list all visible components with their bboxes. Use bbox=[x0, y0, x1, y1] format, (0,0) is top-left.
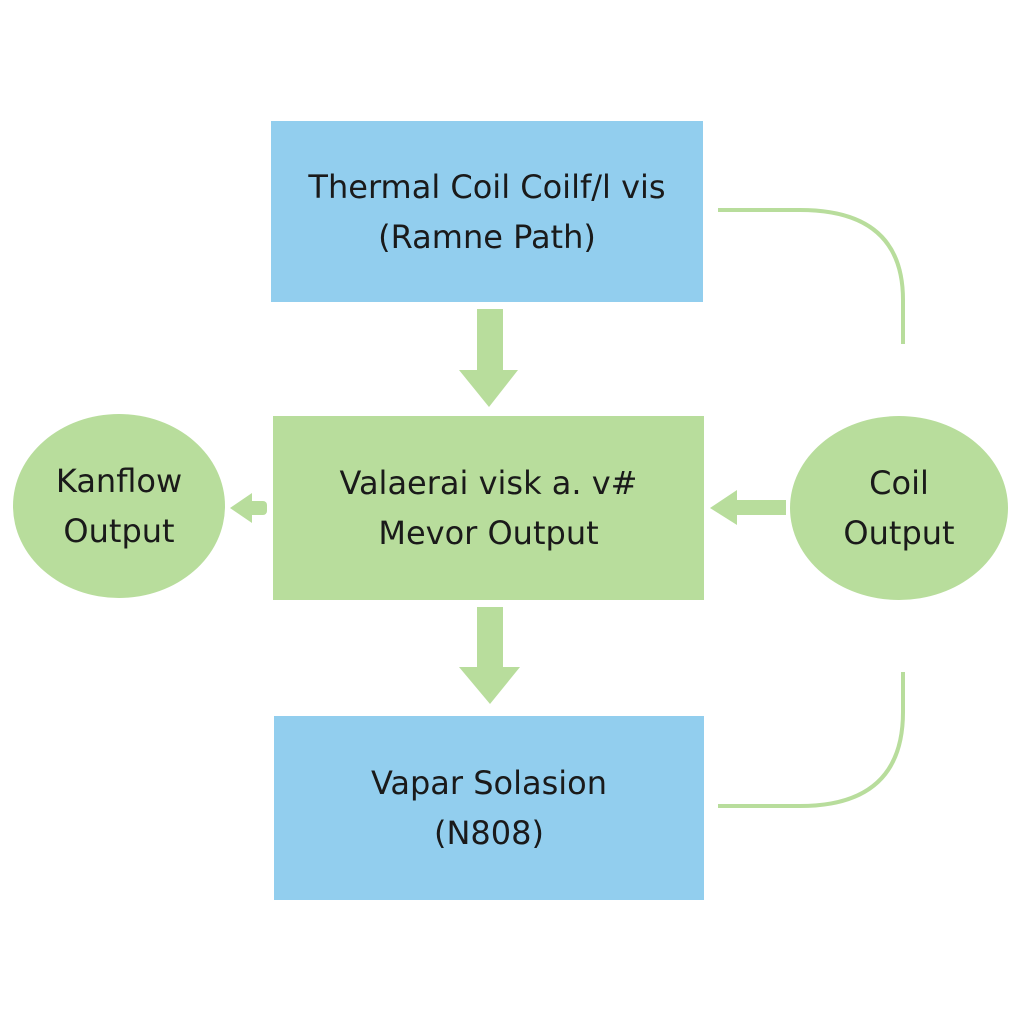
feedback-line-bottom bbox=[718, 672, 905, 808]
process-box-vapar-solasion-line2: (N808) bbox=[434, 814, 544, 852]
output-ellipse-kanflow: Kanflow Output bbox=[13, 414, 225, 598]
feedback-line-top bbox=[718, 208, 905, 344]
process-box-thermal-coil-line1: Thermal Coil Coilf/l vis bbox=[308, 167, 666, 206]
process-box-vapar-solasion: Vapar Solasion (N808) bbox=[274, 716, 704, 900]
output-ellipse-coil-line2: Output bbox=[843, 514, 955, 552]
arrow-middle-to-left bbox=[230, 493, 267, 523]
arrow-middle-to-bottom bbox=[459, 607, 520, 704]
process-box-mevor-output-line1: Valaerai visk a. v# bbox=[339, 464, 638, 502]
arrow-right-to-middle bbox=[710, 490, 786, 525]
process-box-thermal-coil-line2: (Ramne Path) bbox=[378, 217, 596, 256]
process-box-mevor-output: Valaerai visk a. v# Mevor Output bbox=[273, 416, 704, 600]
process-box-thermal-coil: Thermal Coil Coilf/l vis (Ramne Path) bbox=[271, 121, 703, 302]
output-ellipse-kanflow-line1: Kanflow bbox=[55, 462, 183, 500]
process-box-vapar-solasion-line1: Vapar Solasion bbox=[370, 764, 608, 802]
arrow-top-to-middle bbox=[459, 309, 518, 407]
process-box-mevor-output-line2: Mevor Output bbox=[378, 514, 599, 552]
output-ellipse-kanflow-line2: Output bbox=[63, 512, 175, 550]
output-ellipse-coil-line1: Coil bbox=[869, 464, 929, 502]
output-ellipse-coil: Coil Output bbox=[790, 416, 1008, 600]
